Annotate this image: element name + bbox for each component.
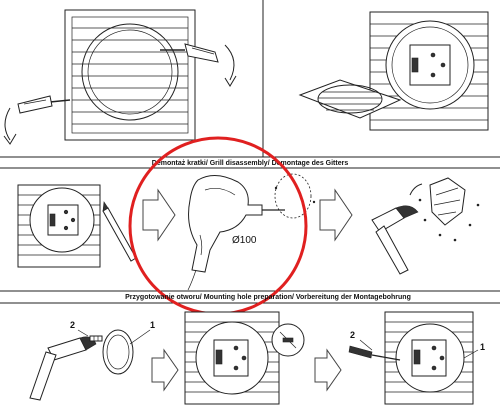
- caption-hole-preparation: Przygotowanie otworu/ Mounting hole prep…: [125, 294, 411, 301]
- panel-fan-screw: 2 1: [348, 311, 485, 405]
- grill-circle: [81, 23, 179, 121]
- panel-marking: [17, 184, 137, 268]
- pencil-icon: [102, 201, 137, 262]
- rotation-arrow-right: [224, 44, 235, 81]
- label-number-1: 1: [480, 342, 485, 352]
- dowel-icon: [89, 335, 103, 342]
- hammer-icon: [29, 336, 97, 401]
- label-number-1: 1: [150, 320, 155, 330]
- dimension-label: Ø100: [232, 235, 257, 246]
- rotation-arrow-left: [4, 107, 11, 141]
- drill-icon: [187, 175, 285, 291]
- caption-grill-disassembly: Demontaż kratki/ Grill disassembly/ Demo…: [152, 160, 349, 167]
- panel-grill-removed: [298, 11, 489, 131]
- screwdriver-icon: [17, 95, 71, 114]
- hole-outline: [274, 173, 312, 219]
- grill-inner-frame: [71, 16, 189, 134]
- grill-frame: [64, 9, 196, 141]
- screwdriver-icon: [160, 43, 219, 63]
- label-number-2: 2: [70, 320, 75, 330]
- step-arrow-icon: [142, 188, 176, 242]
- terminal-block: [411, 57, 419, 73]
- wall-hole: [102, 329, 134, 375]
- grill-circle-inner: [87, 29, 173, 115]
- panel-dowel: 2 1: [29, 320, 155, 401]
- screwdriver-icon: [348, 345, 401, 361]
- step-arrow-icon: [319, 188, 353, 242]
- step-arrow-icon: [151, 348, 179, 392]
- hammer-icon: [371, 205, 419, 275]
- label-number-2: 2: [350, 330, 355, 340]
- step-arrow-icon: [314, 348, 342, 392]
- panel-fan-mount: [184, 311, 305, 405]
- breaking-wall: [409, 177, 480, 242]
- panel-grill-prying: [3, 9, 237, 145]
